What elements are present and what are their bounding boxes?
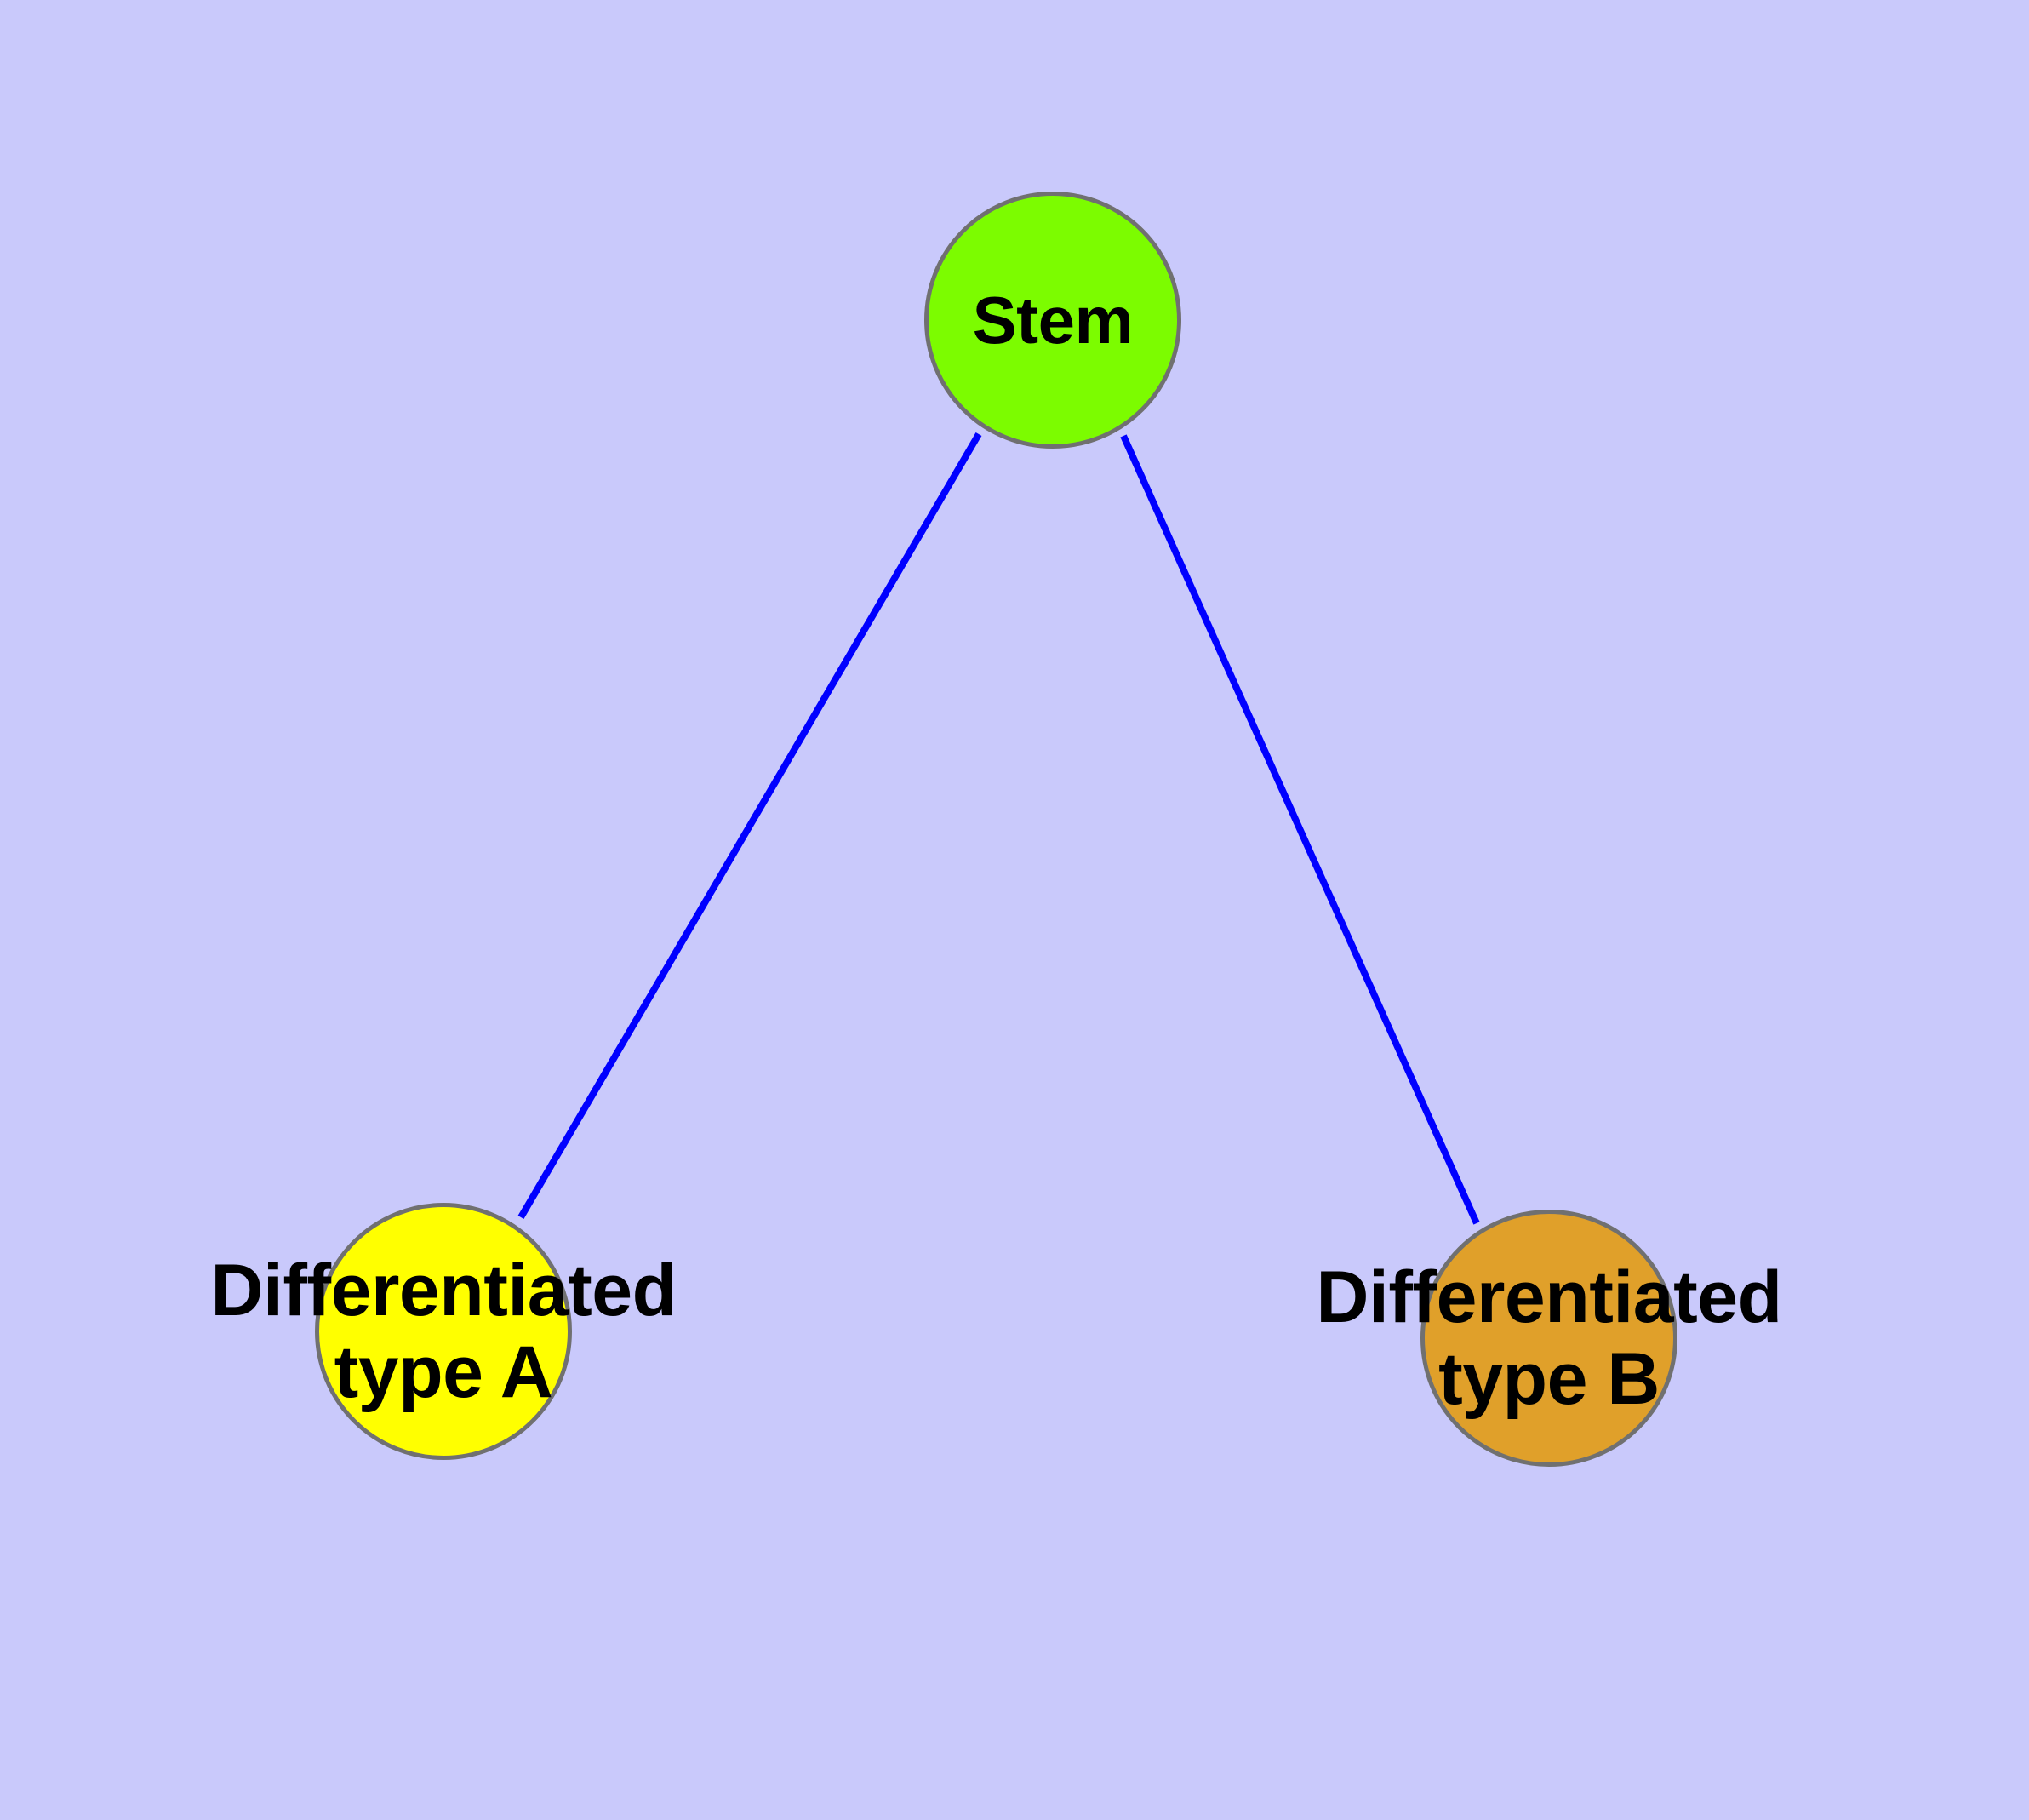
node-differentiated-type-a[interactable] <box>315 1203 572 1460</box>
edge-stem-to-type-b[interactable] <box>1120 434 1480 1225</box>
node-differentiated-type-b[interactable] <box>1420 1210 1677 1467</box>
edge-stem-to-type-a[interactable] <box>517 432 982 1220</box>
node-stem[interactable] <box>924 192 1181 449</box>
